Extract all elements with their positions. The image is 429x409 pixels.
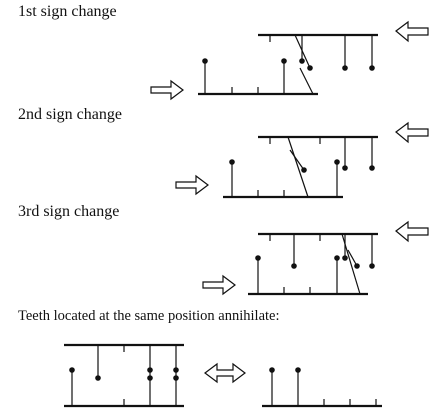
arrow-left-icon (395, 121, 429, 144)
panel-second-sign-change (175, 121, 429, 199)
tooth-end-dot (147, 375, 153, 381)
tooth-end-dot (301, 167, 307, 173)
tooth-end-dot (354, 263, 360, 269)
tooth-end-dot (334, 255, 340, 261)
tooth-end-dot (334, 159, 340, 165)
caption-second-sign-change: 2nd sign change (18, 106, 122, 123)
tooth-end-dot (281, 58, 287, 64)
panel-first-sign-change (150, 20, 429, 101)
tooth-end-dot (291, 263, 297, 269)
arrow-right-icon (150, 79, 184, 101)
crossing-line (289, 149, 305, 171)
panel-third-sign-change (202, 220, 429, 296)
tooth-end-dot (342, 65, 348, 71)
tooth-end-dot (369, 263, 375, 269)
tooth-end-dot (269, 367, 275, 373)
tooth-end-dot (369, 65, 375, 71)
tooth-end-dot (307, 65, 313, 71)
tooth-end-dot (295, 367, 301, 373)
caption-annihilation: Teeth located at the same position annih… (18, 308, 280, 324)
tooth-end-dot (173, 367, 179, 373)
tooth-end-dot (147, 367, 153, 373)
tooth-end-dot (202, 58, 208, 64)
tooth-end-dot (299, 58, 305, 64)
tooth-end-dot (369, 165, 375, 171)
tooth-end-dot (69, 367, 75, 373)
tooth-end-dot (173, 375, 179, 381)
tooth-end-dot (95, 375, 101, 381)
crossing-line (287, 136, 309, 198)
crossing-line (299, 67, 314, 95)
tooth-end-dot (342, 165, 348, 171)
double-arrow-icon (204, 362, 246, 384)
caption-first-sign-change: 1st sign change (18, 3, 117, 20)
arrow-left-icon (395, 20, 429, 43)
tooth-end-dot (255, 255, 261, 261)
arrow-right-icon (202, 274, 236, 296)
crossing-line (341, 233, 361, 295)
tooth-end-dot (342, 255, 348, 261)
tooth-end-dot (229, 159, 235, 165)
arrow-left-icon (395, 220, 429, 243)
arrow-right-icon (175, 174, 209, 196)
panel-annihilation (64, 343, 382, 408)
caption-third-sign-change: 3rd sign change (18, 203, 120, 220)
crossing-line (294, 34, 311, 69)
crossing-line (347, 249, 358, 267)
